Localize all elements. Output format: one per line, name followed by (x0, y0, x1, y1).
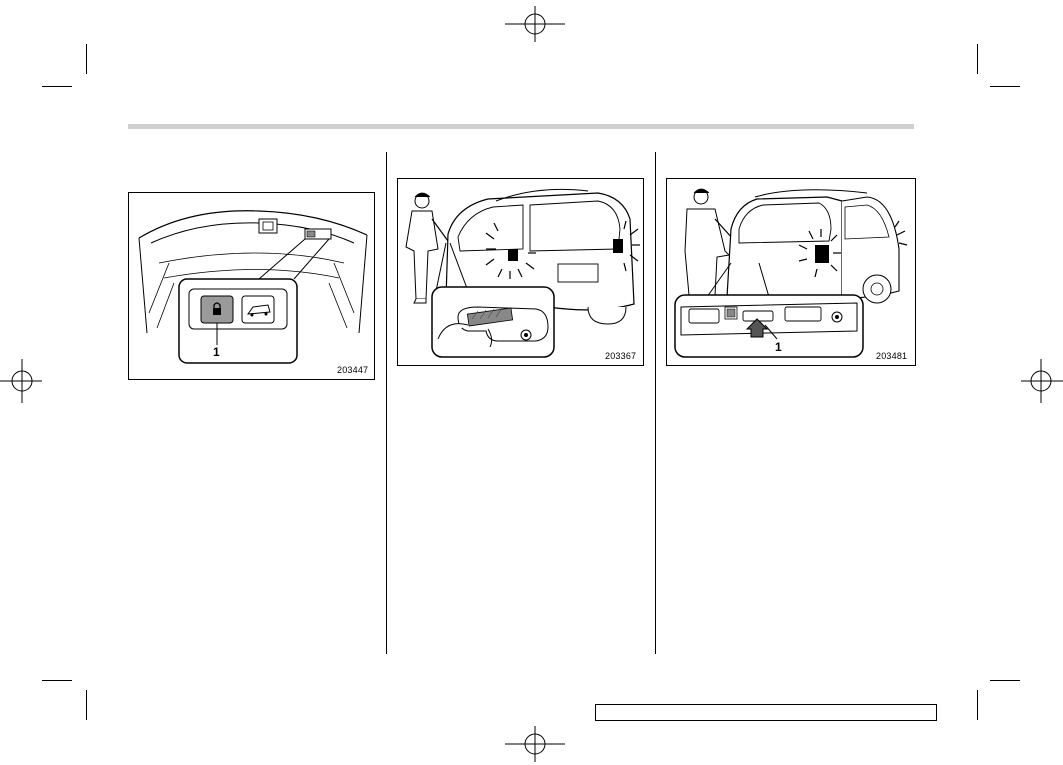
column-divider (386, 152, 387, 654)
callout-number: 1 (213, 345, 220, 359)
callout-number: 1 (775, 340, 782, 354)
registration-mark-icon (0, 359, 42, 403)
lock-icon (213, 302, 221, 315)
crop-mark (977, 690, 978, 720)
crop-mark (42, 86, 72, 87)
crop-mark (990, 680, 1020, 681)
footer-box (595, 704, 937, 721)
car-rear-icon (246, 304, 271, 317)
crop-mark (42, 680, 72, 681)
crop-mark (990, 86, 1020, 87)
registration-mark-icon (505, 726, 565, 762)
crop-mark (977, 44, 978, 74)
figure-tailgate-lock-switch: 1 203447 (128, 192, 375, 380)
figure-id: 203481 (876, 351, 907, 361)
figure-id: 203367 (605, 351, 636, 361)
tailgate-illustration: 1 203447 (138, 210, 368, 375)
door-handle-illustration: 203367 (405, 188, 640, 361)
column-divider (655, 152, 656, 654)
figure-id: 203447 (337, 365, 368, 375)
crop-mark (86, 44, 87, 74)
figure-door-handle-sensor: 203367 (397, 178, 644, 366)
registration-mark-icon (1021, 359, 1063, 403)
figure-rear-gate-opener: 1 203481 (666, 178, 916, 366)
crop-mark (86, 690, 87, 720)
rear-gate-illustration: 1 203481 (674, 188, 908, 361)
header-bar (128, 124, 914, 129)
registration-mark-icon (505, 6, 565, 42)
